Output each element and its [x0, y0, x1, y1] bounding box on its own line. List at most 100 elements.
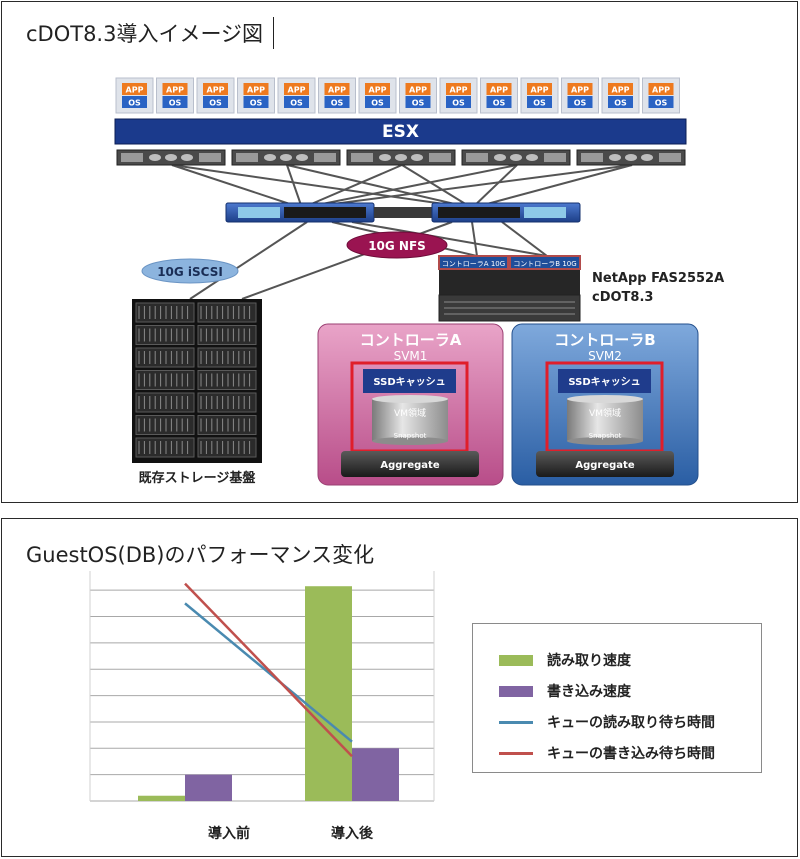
iscsi-badge	[141, 258, 239, 284]
nfs-label: 10G NFS	[368, 239, 426, 253]
category-label-after: 導入後	[331, 826, 373, 842]
netapp-model: NetApp FAS2552A	[592, 271, 724, 286]
vm-os-label: OS	[614, 99, 627, 108]
diagram-canvas: ESX 10G iSCSI 10G NFS コントローラA 10G コントローラ…	[114, 77, 724, 486]
server-unit	[346, 149, 456, 166]
vm-app-label: APP	[531, 86, 549, 95]
ctrl-a-port	[438, 255, 509, 270]
bar-write-speed	[352, 748, 399, 801]
legend-item-write-speed: 書き込み速度	[499, 681, 631, 701]
vm-app-label: APP	[450, 86, 468, 95]
vm-os-label: OS	[371, 99, 384, 108]
legend-item-write-wait: キューの書き込み待ち時間	[499, 743, 715, 763]
vm-os-label: OS	[452, 99, 465, 108]
line-read-wait	[184, 602, 353, 743]
esx-label: ESX	[382, 122, 419, 142]
nfs-badge	[346, 231, 448, 259]
chart-title: GuestOS(DB)のパフォーマンス変化	[26, 543, 375, 567]
iscsi-label: 10G iSCSI	[157, 265, 223, 279]
server-unit	[576, 149, 686, 166]
server-unit	[461, 149, 571, 166]
rack-slot	[135, 302, 195, 323]
rack-slot	[197, 325, 257, 345]
controller-a-aggregate: Aggregate	[380, 460, 439, 471]
vm-app-label: APP	[571, 86, 589, 95]
legend-swatch-write-wait	[499, 751, 533, 755]
controller-b-snapshot: Snapshot	[589, 432, 622, 440]
vm-os-label: OS	[290, 99, 303, 108]
line-write-wait	[184, 582, 353, 758]
chart-lines	[184, 582, 353, 758]
controller-b-aggregate: Aggregate	[575, 460, 634, 471]
vm-app-label: APP	[409, 86, 427, 95]
vm-os-label: OS	[209, 99, 222, 108]
vm-os-label: OS	[250, 99, 263, 108]
rack-slot	[135, 325, 195, 345]
esx-bar	[114, 118, 687, 145]
rack-slot	[197, 392, 257, 413]
bar-write-speed	[185, 774, 232, 801]
vm-app-label: APP	[247, 86, 265, 95]
rack-slot	[197, 347, 257, 368]
ctrl-b-port	[509, 255, 581, 270]
bar-read-speed	[138, 795, 185, 801]
server-unit	[231, 149, 341, 166]
switch-left	[225, 202, 375, 223]
legacy-storage-label: 既存ストレージ基盤	[139, 470, 257, 486]
vm-os-label: OS	[331, 99, 344, 108]
vm-app-label: APP	[207, 86, 225, 95]
chart-legend: 読み取り速度 書き込み速度 キューの読み取り待ち時間 キューの書き込み待ち時間	[472, 623, 762, 773]
controller-b-vol: VM領域	[589, 407, 621, 419]
rack-slot	[135, 347, 195, 368]
rack-slot	[135, 370, 195, 390]
vm-app-label: APP	[612, 86, 630, 95]
diagram-title: cDOT8.3導入イメージ図	[26, 22, 264, 46]
vm-os-label: OS	[533, 99, 546, 108]
rack-slot	[135, 415, 195, 435]
netapp-os: cDOT8.3	[592, 290, 653, 305]
legend-swatch-read-wait	[499, 720, 533, 724]
vm-tile: APP OS	[237, 77, 275, 114]
performance-chart	[89, 571, 435, 802]
controller-a-box: コントローラA SVM1 SSDキャッシュ VM領域 Snapshot Aggr…	[317, 323, 504, 486]
svg-text:コントローラA 10G: コントローラA 10G	[442, 260, 505, 268]
legend-item-read-wait: キューの読み取り待ち時間	[499, 712, 715, 732]
vm-app-label: APP	[369, 86, 387, 95]
svg-text:コントローラB 10G: コントローラB 10G	[513, 260, 576, 268]
vm-tile: APP OS	[439, 77, 478, 114]
rack-slot	[197, 415, 257, 435]
rack-slot	[135, 437, 195, 458]
legend-swatch-write-speed	[499, 685, 533, 697]
controller-a-cache: SSDキャッシュ	[373, 376, 445, 388]
vm-os-label: OS	[128, 99, 141, 108]
category-label-before: 導入前	[208, 826, 250, 842]
switch-link	[374, 207, 432, 218]
controller-b-box: コントローラB SVM2 SSDキャッシュ VM領域 Snapshot Aggr…	[511, 323, 699, 486]
chart-gridlines	[89, 571, 435, 802]
controller-a-snapshot: Snapshot	[394, 432, 427, 440]
vm-os-label: OS	[412, 99, 425, 108]
legend-swatch-read-speed	[499, 654, 533, 666]
switch-right	[431, 202, 581, 223]
legacy-storage-rack	[132, 299, 262, 463]
rack-slot	[135, 392, 195, 413]
controller-a-vol: VM領域	[394, 407, 426, 419]
controller-b-name: コントローラB	[554, 331, 655, 349]
vm-os-label: OS	[169, 99, 182, 108]
controller-a-svm: SVM1	[394, 349, 428, 363]
rack-slot	[197, 370, 257, 390]
vm-tiles: APP OS APP OS APP OS APP OS APP OS APP OS APP OS APP OS…	[115, 77, 680, 114]
vm-tile: APP OS	[520, 77, 559, 114]
server-unit	[116, 149, 226, 166]
text-cursor	[273, 17, 274, 49]
netapp-shelf-top	[439, 270, 580, 295]
vm-app-label: APP	[652, 86, 670, 95]
servers	[116, 149, 686, 166]
